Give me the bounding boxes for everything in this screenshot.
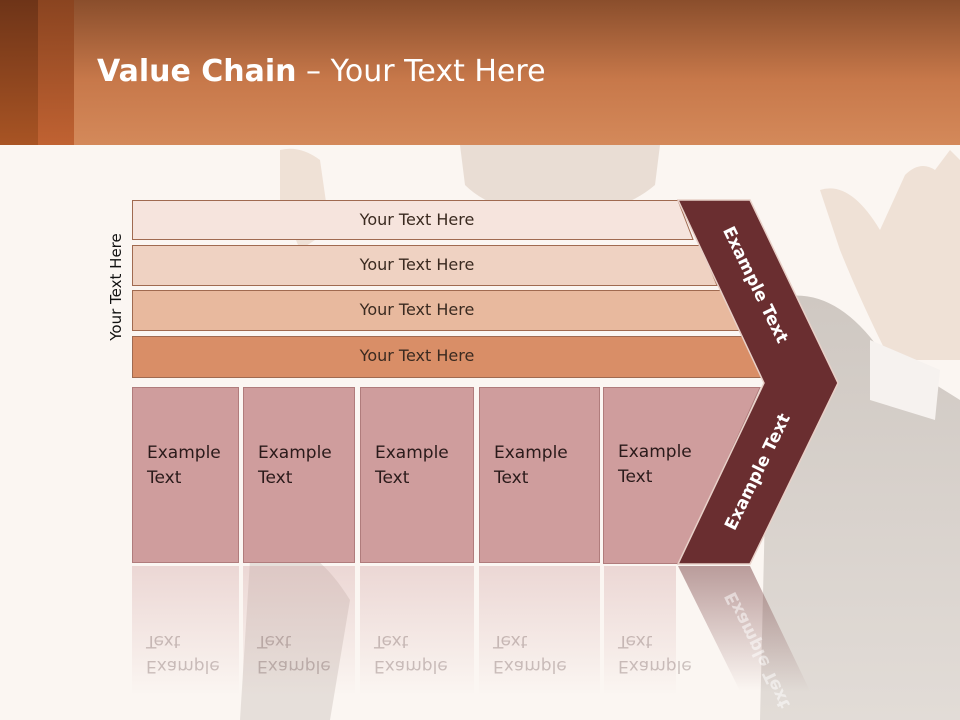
margin-chevron xyxy=(676,199,839,565)
chevron-reflection xyxy=(678,566,810,691)
reflection-text: Example Text xyxy=(374,631,448,676)
banner-stripe xyxy=(38,0,74,145)
box-label: Example Text xyxy=(618,442,692,487)
primary-activity-box: Example Text xyxy=(604,387,692,563)
reflection: Example Text xyxy=(604,566,692,696)
banner-stripe xyxy=(0,0,38,145)
support-row-label: Your Text Here xyxy=(359,210,475,229)
box-label: Example Text xyxy=(258,443,332,488)
primary-activity-box: Example Text xyxy=(243,387,355,563)
side-label: Your Text Here xyxy=(107,233,125,341)
reflection: Example Text xyxy=(360,566,474,696)
title-banner: Value Chain – Your Text Here xyxy=(0,0,960,145)
reflection: Example Text xyxy=(243,566,355,696)
box-label: Example Text xyxy=(147,443,221,488)
primary-activity-box: Example Text xyxy=(132,387,239,563)
box-label: Example Text xyxy=(375,443,449,488)
reflection-text: Example Text xyxy=(493,631,567,676)
support-row-label: Your Text Here xyxy=(359,255,475,274)
primary-activity-box: Example Text xyxy=(360,387,474,563)
box-label: Example Text xyxy=(494,443,568,488)
primary-activity-box: Example Text xyxy=(479,387,600,563)
reflection: Example Text xyxy=(479,566,600,696)
reflection-text: Example Text xyxy=(257,631,331,676)
support-row-label: Your Text Here xyxy=(359,346,475,365)
title-rest: – Your Text Here xyxy=(296,54,546,89)
title-bold: Value Chain xyxy=(97,54,297,89)
support-row-label: Your Text Here xyxy=(359,300,475,319)
reflection-text: Example Text xyxy=(146,631,220,676)
page-title: Value Chain – Your Text Here xyxy=(97,54,546,89)
reflection: Example Text xyxy=(132,566,239,696)
